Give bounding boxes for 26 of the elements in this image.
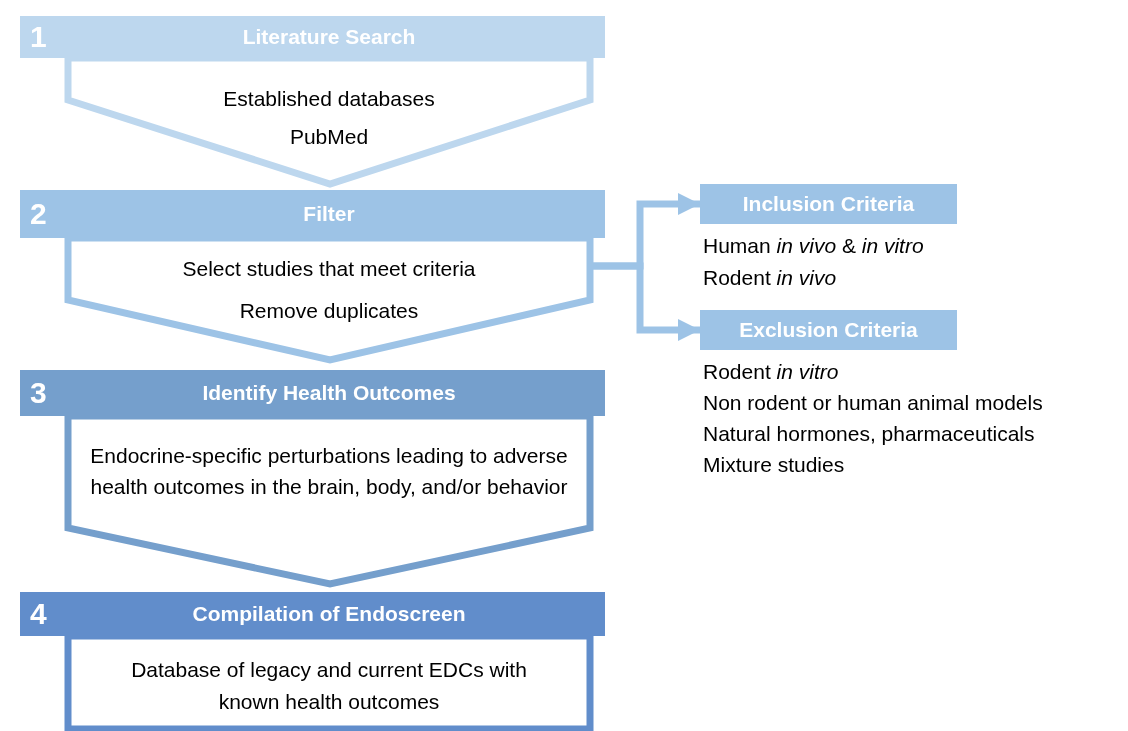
step-number: 1: [30, 20, 47, 54]
step-number: 2: [30, 197, 47, 231]
criteria-item: Non rodent or human animal models: [703, 390, 1043, 416]
criteria-item: Mixture studies: [703, 452, 846, 478]
stage-chevron: [20, 16, 605, 186]
step-number: 4: [30, 597, 47, 631]
criteria-item: Human in vivo & in vitro: [703, 233, 924, 259]
criteria-item: Rodent in vivo: [703, 265, 838, 291]
stage-chevron: [20, 592, 605, 731]
stage-text: Database of legacy and current EDCs with known health outcomes: [130, 657, 528, 715]
stage-chevron: [20, 370, 605, 586]
stage-title: Identify Health Outcomes: [201, 381, 457, 405]
stage-title: Filter: [302, 202, 356, 226]
stage-chevron: [20, 190, 605, 362]
stage-text: Endocrine-specific perturbations leading to adverse health outcomes in the brain, body, and/or behavior: [89, 443, 569, 500]
criteria-item: Rodent in vitro: [703, 359, 840, 385]
stage-text: Remove duplicates: [239, 298, 419, 324]
stage-text: Select studies that meet criteria: [182, 256, 476, 282]
stage-text: Established databases: [223, 86, 435, 112]
stage-text: PubMed: [289, 124, 369, 150]
criteria-header: Exclusion Criteria: [700, 310, 957, 350]
stage-title: Compilation of Endoscreen: [191, 602, 467, 626]
stage-title: Literature Search: [241, 25, 417, 49]
criteria-header: Inclusion Criteria: [700, 184, 957, 224]
criteria-item: Natural hormones, pharmaceuticals: [703, 421, 1036, 447]
step-number: 3: [30, 376, 47, 410]
